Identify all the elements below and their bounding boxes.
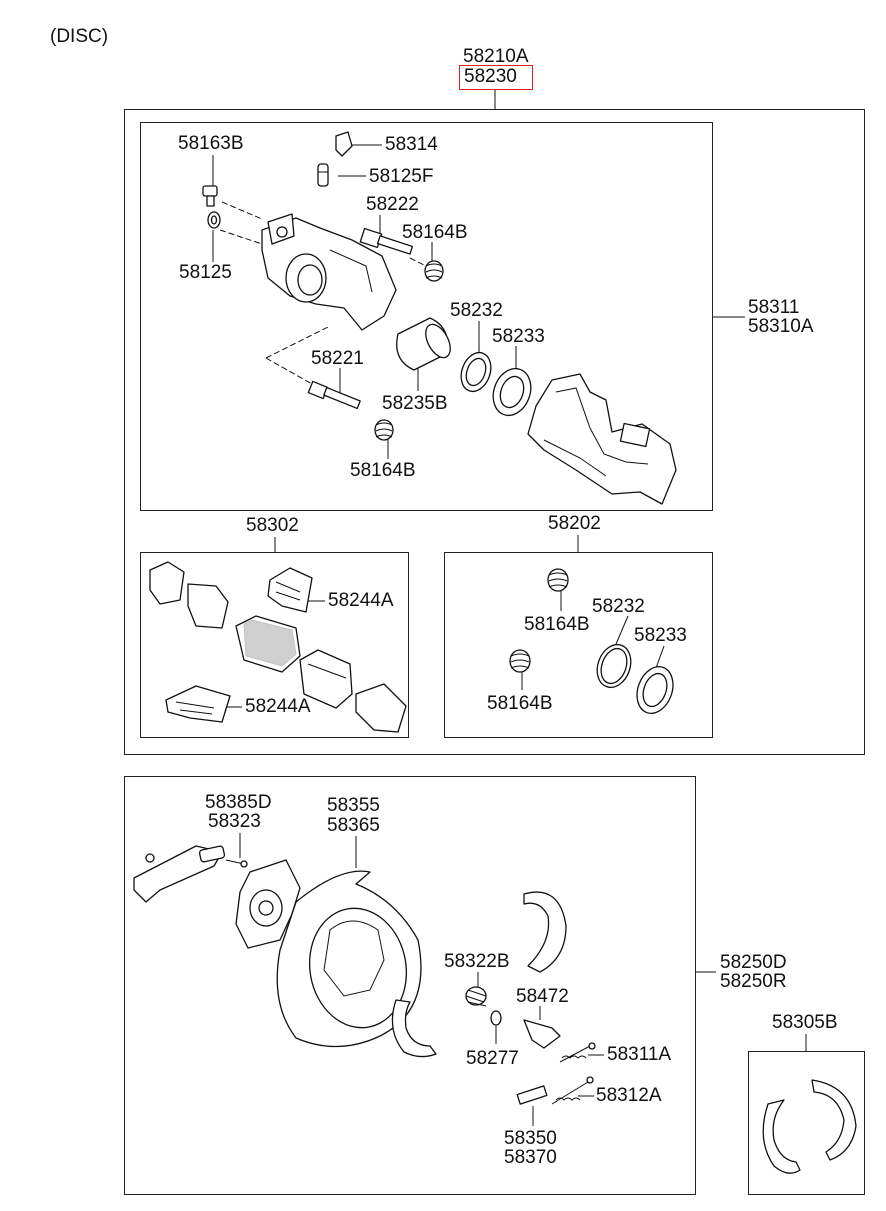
parking-lever <box>133 845 226 903</box>
dust-boot-58233 <box>492 367 532 417</box>
brake-group-number-1[interactable]: 58250D <box>720 952 787 973</box>
part-label-58355[interactable]: 58355 <box>327 795 380 816</box>
caliper-group-number-1[interactable]: 58311 <box>748 297 800 318</box>
part-label-58472[interactable]: 58472 <box>516 986 569 1007</box>
part-label-58164B-top[interactable]: 58164B <box>402 222 468 243</box>
bleeder-cap-58314 <box>335 131 353 157</box>
shim-3 <box>355 683 407 733</box>
guide-pin-58221 <box>307 380 361 410</box>
shoe-kit-number[interactable]: 58305B <box>772 1012 838 1033</box>
variant-label: (DISC) <box>50 26 109 47</box>
boot-58164B-top <box>424 260 444 282</box>
part-label-58365[interactable]: 58365 <box>327 815 380 836</box>
clip-58244A-top <box>267 567 313 613</box>
piston-58235B <box>396 317 451 371</box>
retainer-58277 <box>490 1010 502 1026</box>
brake-pad-inner <box>235 615 301 673</box>
caliper-group-number-2[interactable]: 58310A <box>748 316 814 337</box>
shoe-kit-frame <box>748 1051 865 1195</box>
brake-group-number-2[interactable]: 58250R <box>720 971 787 992</box>
washer-58125 <box>207 211 221 229</box>
part-label-58233-kit[interactable]: 58233 <box>634 625 687 646</box>
part-label-58164B-kit-a[interactable]: 58164B <box>524 614 590 635</box>
bleeder-screw-58125F <box>317 163 329 187</box>
part-label-58232[interactable]: 58232 <box>450 300 503 321</box>
boot-58164B-kit-b <box>509 649 531 673</box>
part-label-58370[interactable]: 58370 <box>504 1147 557 1168</box>
backing-plate-small <box>235 859 301 949</box>
part-label-58311A[interactable]: 58311A <box>607 1044 672 1065</box>
bolt-58163B <box>202 185 218 207</box>
assembly-guide-lines <box>219 201 427 385</box>
part-label-58312A[interactable]: 58312A <box>596 1085 662 1106</box>
pad-kit-frame <box>140 552 409 738</box>
part-label-58164B-bottom[interactable]: 58164B <box>350 460 416 481</box>
seal-kit-number[interactable]: 58202 <box>548 513 601 534</box>
seal-58232-kit <box>596 643 632 689</box>
part-label-58232-kit[interactable]: 58232 <box>592 596 645 617</box>
part-label-58322B[interactable]: 58322B <box>444 951 510 972</box>
part-label-58277[interactable]: 58277 <box>466 1048 519 1069</box>
caliper-assembly-frame <box>124 109 865 755</box>
spring-58312A <box>551 1076 594 1105</box>
part-label-58125[interactable]: 58125 <box>179 262 232 283</box>
part-label-58222[interactable]: 58222 <box>366 194 419 215</box>
seal-58232 <box>460 351 492 393</box>
part-label-58163B[interactable]: 58163B <box>178 133 244 154</box>
seal-kit-frame <box>444 552 713 738</box>
part-label-58235B[interactable]: 58235B <box>382 393 448 414</box>
spring-58311A <box>559 1042 596 1063</box>
shim-1 <box>149 561 185 605</box>
clip-58244A-bottom <box>165 685 231 723</box>
adjuster-58472 <box>523 1019 561 1049</box>
boot-58233-kit <box>636 666 674 714</box>
part-label-58125F[interactable]: 58125F <box>369 166 434 187</box>
caliper-bracket <box>527 373 677 505</box>
part-label-58314[interactable]: 58314 <box>385 134 438 155</box>
part-label-58385D[interactable]: 58385D <box>205 792 272 813</box>
part-label-58164B-kit-b[interactable]: 58164B <box>487 693 553 714</box>
boot-58164B-bottom <box>374 419 394 441</box>
assembly-highlighted-number[interactable]: 58230 <box>464 66 517 87</box>
adjuster-58350 <box>516 1085 548 1105</box>
pin-58323 <box>225 859 248 868</box>
guide-pin-58222 <box>359 227 414 255</box>
boot-58164B-kit-a <box>547 568 569 592</box>
part-label-58233[interactable]: 58233 <box>492 326 545 347</box>
part-label-58221[interactable]: 58221 <box>311 348 364 369</box>
brake-assembly-frame <box>124 776 696 1195</box>
shoe-kit-shoe-left <box>762 1099 801 1174</box>
part-label-58244A-top[interactable]: 58244A <box>328 590 394 611</box>
pad-kit-number[interactable]: 58302 <box>246 515 299 536</box>
assembly-number[interactable]: 58210A <box>463 46 529 67</box>
caliper-parts-frame <box>140 122 713 511</box>
brake-pad-outer <box>299 649 353 709</box>
part-label-58323[interactable]: 58323 <box>208 811 261 832</box>
part-label-58244A-bottom[interactable]: 58244A <box>245 696 311 717</box>
shim-2 <box>187 583 229 629</box>
shoe-kit-shoe-right <box>811 1079 857 1161</box>
leader-lines <box>212 90 807 1126</box>
caliper-body <box>261 213 397 331</box>
part-label-58350[interactable]: 58350 <box>504 1128 557 1149</box>
brake-shoe-upper <box>523 891 567 973</box>
spring-58322B <box>465 986 487 1007</box>
backing-plate-58355 <box>276 870 422 1048</box>
highlight-box <box>459 65 533 90</box>
brake-shoe-lower <box>391 999 437 1058</box>
